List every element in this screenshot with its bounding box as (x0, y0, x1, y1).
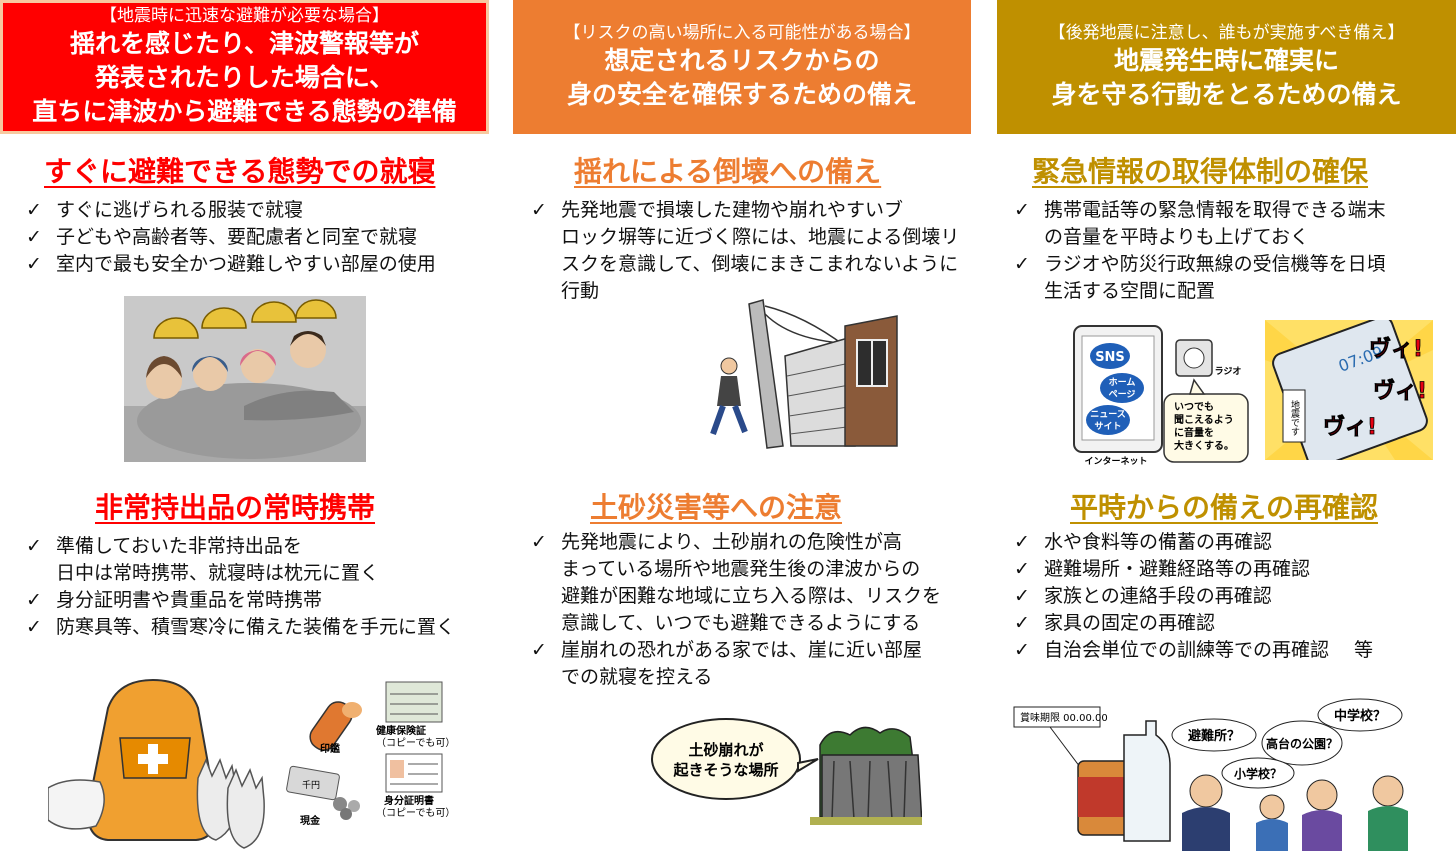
list-item: ✓家族との連絡手段の再確認 (1014, 583, 1454, 610)
header-line: 地震発生時に確実に (1113, 46, 1339, 75)
alert-tag: 地震です (1289, 399, 1300, 436)
header-high-risk-area: 【リスクの高い場所に入る可能性がある場合】 想定されるリスクからの 身の安全を確… (513, 0, 971, 134)
list-item: ✓身分証明書や貴重品を常時携帯 (26, 587, 496, 614)
news-label: ニュース (1090, 409, 1126, 420)
list-item: ✓携帯電話等の緊急情報を取得できる端末の音量を平時よりも上げておく (1014, 199, 1386, 248)
list-item: ✓先発地震で損壊した建物や崩れやすいブロック塀等に近づく際には、地震による倒壊リ… (531, 199, 960, 302)
header-subtitle: 【リスクの高い場所に入る可能性がある場合】 (563, 23, 921, 43)
checklist-sleep: ✓すぐに逃げられる服装で就寝 ✓子どもや高齢者等、要配慮者と同室で就寝 ✓室内で… (26, 197, 486, 278)
alert-sound: ヴィ! (1373, 378, 1427, 404)
list-item: ✓防寒具等、積雪寒冷に備えた装備を手元に置く (26, 614, 496, 641)
section-title-sleep-ready: すぐに避難できる態勢での就寝 (44, 155, 436, 188)
check-icon: ✓ (26, 226, 42, 248)
expiry-label: 賞味期限 00.00.00 (1020, 711, 1108, 724)
check-icon: ✓ (1014, 558, 1030, 580)
illustration-label: 千円 (302, 780, 320, 791)
check-icon: ✓ (1014, 639, 1030, 661)
check-icon: ✓ (26, 535, 42, 557)
check-icon: ✓ (1014, 612, 1030, 634)
section-title-reconfirm: 平時からの備えの再確認 (1070, 491, 1379, 524)
check-icon: ✓ (1014, 585, 1030, 607)
section-title-collapse: 揺れによる倒壊への備え (574, 155, 882, 188)
radio-note: いつでも (1174, 401, 1214, 413)
radio-label: ラジオ (1215, 366, 1242, 377)
illustration-label: 健康保険証 (376, 724, 426, 737)
header-everyone-preparation: 【後発地震に注意し、誰もが実施すべき備え】 地震発生時に確実に 身を守る行動をと… (997, 0, 1456, 134)
header-line: 直ちに津波から避難できる態勢の準備 (32, 97, 457, 126)
check-icon: ✓ (1014, 531, 1030, 553)
list-item: ✓ラジオや防災行政無線の受信機等を日頃生活する空間に配置 (1014, 253, 1386, 302)
question-bubble: 避難所？ (1188, 728, 1240, 744)
sns-label: SNS (1095, 350, 1125, 365)
list-item: ✓すぐに逃げられる服装で就寝 (26, 197, 486, 224)
check-icon: ✓ (26, 589, 42, 611)
illustration-label: （コピーでも可） (376, 807, 455, 819)
list-item: ✓崖崩れの恐れがある家では、崖に近い部屋での就寝を控える (531, 639, 923, 688)
check-icon: ✓ (26, 253, 42, 275)
bubble-text: 起きそうな場所 (672, 761, 778, 779)
family-sleeping-illustration (124, 296, 366, 462)
header-line: 想定されるリスクからの (604, 46, 880, 75)
illustration-label: （コピーでも可） (376, 737, 455, 749)
question-bubble: 高台の公園？ (1266, 736, 1338, 751)
internet-label: インターネット (1084, 455, 1147, 466)
check-icon: ✓ (531, 639, 547, 661)
header-subtitle: 【地震時に迅速な避難が必要な場合】 (100, 6, 389, 26)
internet-radio-illustration: SNS ホーム ページ ニュース サイト インターネット ラジオ いつでも 聞こ… (1073, 325, 1249, 466)
checklist-emergency-kit: ✓準備しておいた非常持出品を日中は常時携帯、就寝時は枕元に置く ✓身分証明書や貴… (26, 533, 496, 641)
section-title-landslide: 土砂災害等への注意 (590, 491, 843, 524)
list-item: ✓室内で最も安全かつ避難しやすい部屋の使用 (26, 251, 486, 278)
family-evacuation-planning-illustration: 賞味期限 00.00.00 避難所？ 高台の公園？ 中学校？ 小学校？ (1013, 698, 1408, 851)
list-item: ✓子どもや高齢者等、要配慮者と同室で就寝 (26, 224, 486, 251)
header-line: 身の安全を確保するための備え (566, 80, 917, 109)
list-item: ✓準備しておいた非常持出品を日中は常時携帯、就寝時は枕元に置く (26, 535, 380, 584)
check-icon: ✓ (531, 199, 547, 221)
list-item: ✓避難場所・避難経路等の再確認 (1014, 556, 1454, 583)
bubble-text: 土砂崩れが (688, 741, 764, 759)
homepage-label: ページ (1109, 389, 1136, 400)
radio-note: 大きくする。 (1174, 439, 1234, 452)
illustration-label: 印鑑 (320, 742, 340, 755)
news-label: サイト (1094, 421, 1121, 432)
header-line: 揺れを感じたり、津波警報等が (69, 29, 419, 58)
check-icon: ✓ (531, 531, 547, 553)
list-item: ✓自治会単位での訓練等での再確認 等 (1014, 637, 1454, 664)
illustration-label: 身分証明書 (384, 794, 434, 807)
question-bubble: 中学校？ (1334, 708, 1386, 724)
radio-note: 聞こえるよう (1174, 414, 1234, 426)
checklist-emergency-info: ✓携帯電話等の緊急情報を取得できる端末の音量を平時よりも上げておく ✓ラジオや防… (1014, 197, 1454, 305)
section-title-emergency-kit: 非常持出品の常時携帯 (95, 491, 376, 524)
landslide-illustration: 土砂崩れが 起きそうな場所 (651, 718, 922, 825)
smartphone-alert-illustration: 07:09 地震です ヴィ! ヴィ! ヴィ! (1265, 320, 1433, 460)
check-icon: ✓ (26, 616, 42, 638)
homepage-label: ホーム (1109, 377, 1136, 388)
list-item: ✓家具の固定の再確認 (1014, 610, 1454, 637)
check-icon: ✓ (1014, 253, 1030, 275)
check-icon: ✓ (1014, 199, 1030, 221)
radio-note: に音量を (1174, 426, 1214, 439)
list-item: ✓水や食料等の備蓄の再確認 (1014, 529, 1454, 556)
header-tsunami-evacuation: 【地震時に迅速な避難が必要な場合】 揺れを感じたり、津波警報等が 発表されたりし… (0, 0, 489, 134)
illustration-label: 現金 (300, 814, 321, 827)
header-line: 身を守る行動をとるための備え (1051, 80, 1402, 109)
list-item: ✓先発地震により、土砂崩れの危険性が高まっている場所や地震発生後の津波からの避難… (531, 531, 942, 634)
header-line: 発表されたりした場合に、 (94, 63, 395, 92)
checklist-landslide: ✓先発地震により、土砂崩れの危険性が高まっている場所や地震発生後の津波からの避難… (531, 529, 971, 691)
section-title-emergency-info: 緊急情報の取得体制の確保 (1032, 155, 1369, 188)
emergency-kit-illustration: 健康保険証 （コピーでも可） 印鑑 身分証明書 （コピーでも可） 現金 千円 (48, 678, 455, 849)
check-icon: ✓ (26, 199, 42, 221)
question-bubble: 小学校？ (1234, 766, 1282, 781)
header-subtitle: 【後発地震に注意し、誰もが実施すべき備え】 (1048, 23, 1405, 43)
checklist-reconfirm: ✓水や食料等の備蓄の再確認 ✓避難場所・避難経路等の再確認 ✓家族との連絡手段の… (1014, 529, 1454, 664)
collapsing-wall-illustration (710, 299, 898, 449)
alert-sound: ヴィ! (1369, 336, 1423, 362)
alert-sound: ヴィ! (1323, 414, 1377, 440)
checklist-collapse: ✓先発地震で損壊した建物や崩れやすいブロック塀等に近づく際には、地震による倒壊リ… (531, 197, 971, 305)
